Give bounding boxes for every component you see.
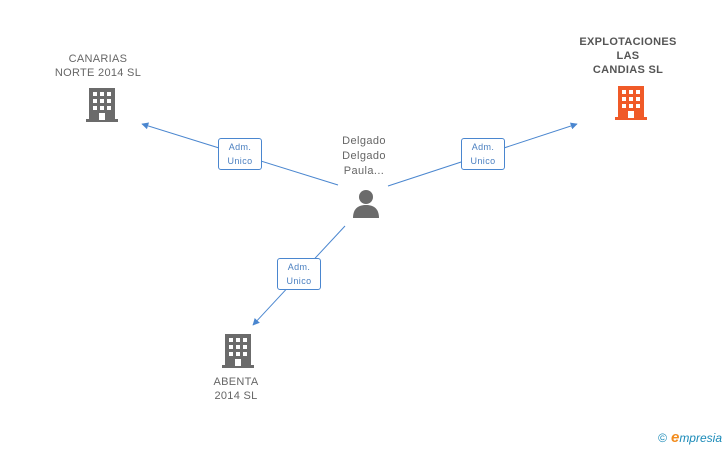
company-name-line: LAS — [616, 50, 640, 62]
company-name-line: CANARIAS — [68, 53, 128, 65]
company-name-line: ABENTA — [213, 376, 259, 388]
person-label[interactable]: Delgado Delgado Paula... — [318, 134, 410, 179]
relation-role: Adm. — [471, 142, 495, 152]
company-label-explotaciones[interactable]: EXPLOTACIONES LAS CANDIAS SL — [566, 35, 690, 77]
brand-initial: e — [670, 429, 680, 446]
company-name-line: 2014 SL — [214, 390, 258, 402]
brand-name: mpresia — [679, 431, 722, 445]
relation-role: Adm. — [228, 142, 252, 152]
brand-watermark: ©empresia — [658, 429, 722, 446]
person-name-line: Delgado — [342, 135, 386, 147]
building-icon[interactable] — [222, 334, 254, 368]
person-icon[interactable] — [351, 189, 381, 219]
building-icon-highlight[interactable] — [615, 86, 647, 120]
relation-role-detail: Unico — [227, 156, 253, 166]
person-name-line: Delgado — [342, 150, 386, 162]
company-name-line: EXPLOTACIONES — [579, 36, 677, 48]
building-icon[interactable] — [86, 88, 118, 122]
company-label-canarias[interactable]: CANARIAS NORTE 2014 SL — [42, 52, 154, 80]
relation-role-detail: Unico — [470, 156, 496, 166]
company-label-abenta[interactable]: ABENTA 2014 SL — [184, 375, 288, 403]
relation-role: Adm. — [287, 262, 311, 272]
company-name-line: NORTE 2014 SL — [54, 67, 142, 79]
relation-badge-canarias[interactable]: Adm. Unico — [218, 138, 262, 170]
relation-badge-abenta[interactable]: Adm. Unico — [277, 258, 321, 290]
relation-badge-explotaciones[interactable]: Adm. Unico — [461, 138, 505, 170]
person-name-line: Paula... — [343, 165, 385, 177]
company-name-line: CANDIAS SL — [592, 64, 664, 76]
copyright-symbol: © — [658, 431, 667, 445]
relation-role-detail: Unico — [286, 276, 312, 286]
